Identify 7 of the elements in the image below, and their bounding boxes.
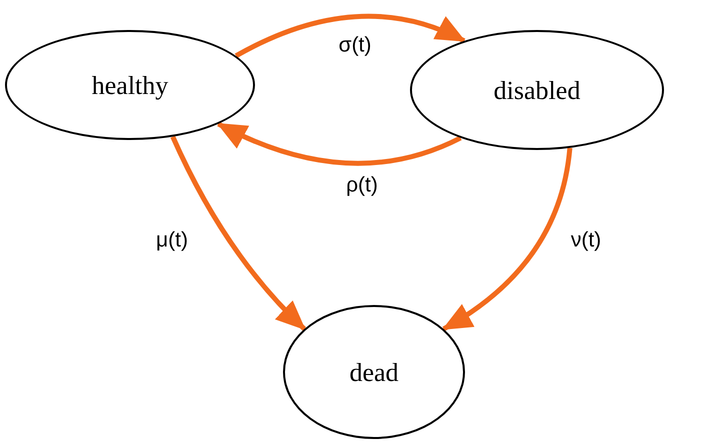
state-label: disabled	[494, 74, 580, 106]
state-label: dead	[349, 356, 399, 388]
arrow	[234, 14, 466, 58]
arrow	[170, 136, 306, 331]
arrow	[216, 122, 462, 166]
arrow	[442, 148, 572, 332]
state-label: healthy	[92, 70, 168, 102]
